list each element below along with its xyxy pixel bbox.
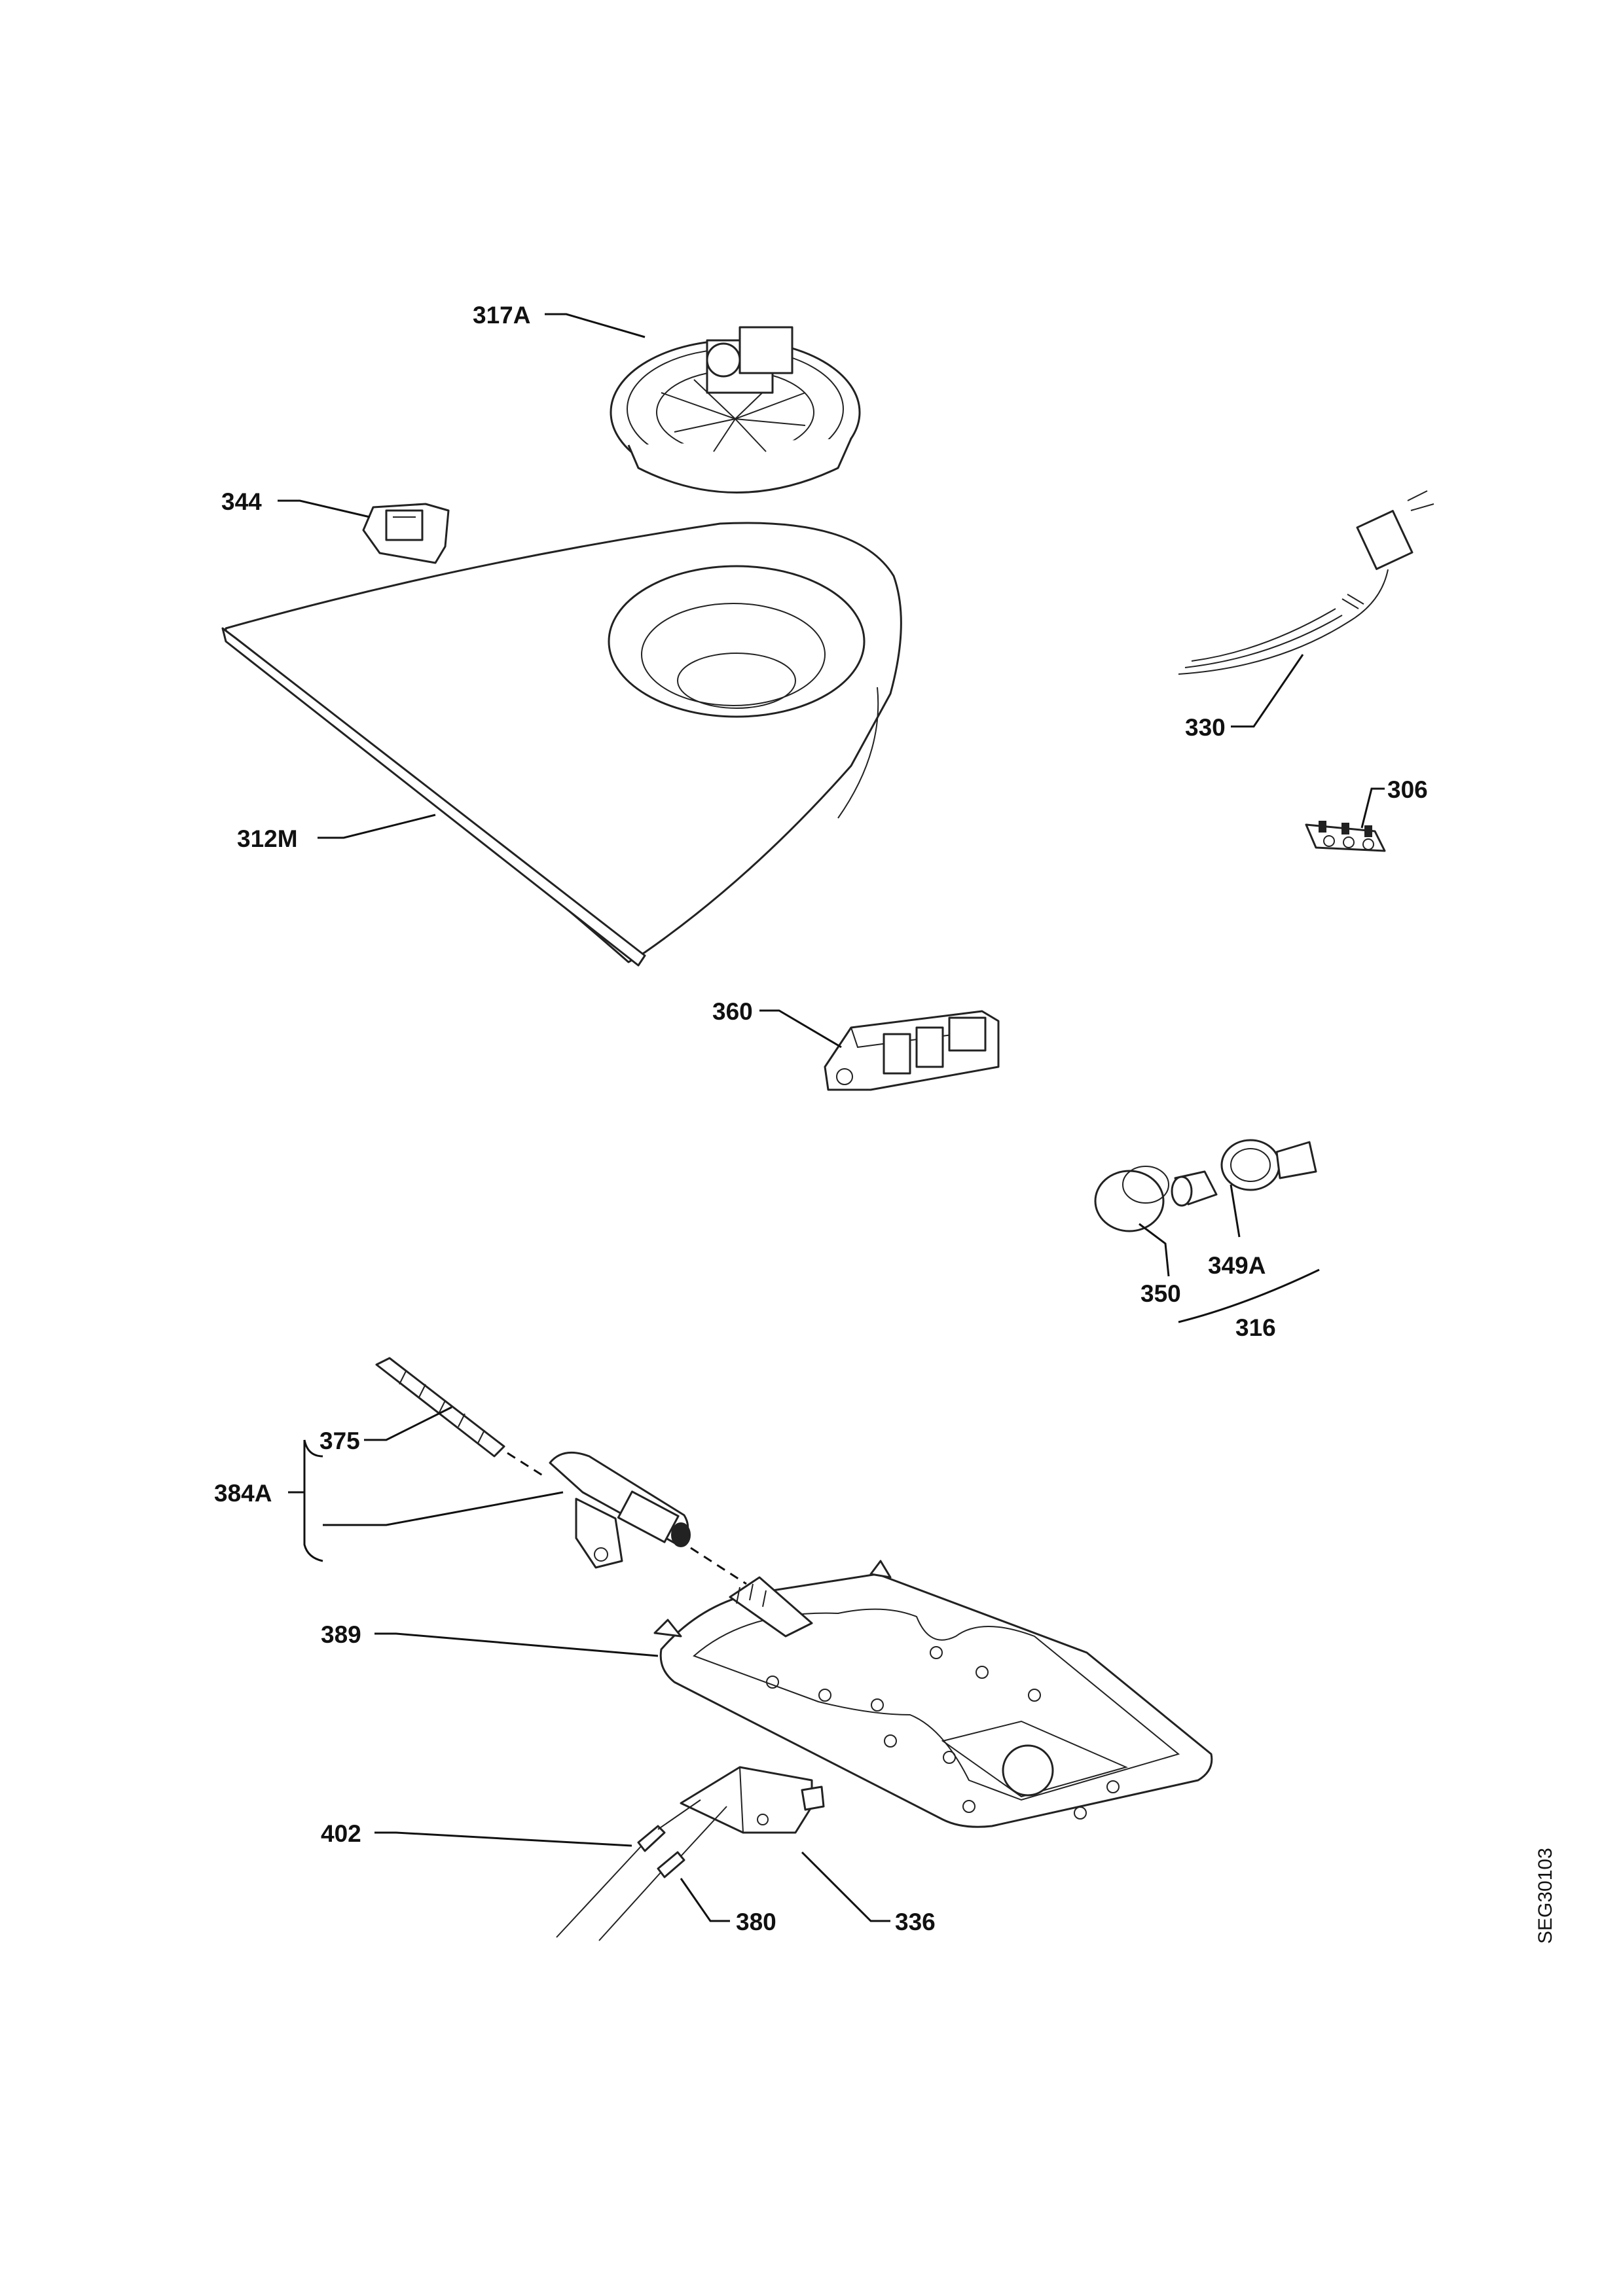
callout-344: 344 [221, 488, 262, 515]
callout-labels: 317A 344 312M 330 306 360 350 349A 316 3… [214, 302, 1428, 1935]
part-375-element-rod [375, 1357, 544, 1477]
part-402-temperature-probe [556, 1799, 701, 1938]
part-312M-fan-cover [221, 522, 902, 967]
drawing-code: SEG30103 [1535, 1848, 1556, 1944]
callout-375: 375 [319, 1427, 360, 1454]
callout-312M: 312M [237, 825, 298, 852]
part-306-terminal-block [1305, 821, 1386, 852]
part-380-sensor [598, 1806, 727, 1941]
leader-lines [278, 313, 1385, 1922]
callout-317A: 317A [473, 302, 530, 329]
callout-330: 330 [1185, 714, 1226, 741]
callout-350: 350 [1140, 1280, 1181, 1307]
callout-336: 336 [895, 1909, 936, 1935]
part-350-lamp-cover [1094, 1166, 1169, 1232]
part-349A-lamp-bulb [1171, 1170, 1218, 1207]
part-316-lamp-holder [1220, 1139, 1317, 1191]
callout-380: 380 [736, 1909, 776, 1935]
callout-384A: 384A [214, 1480, 272, 1507]
callout-306: 306 [1387, 776, 1428, 803]
part-344-thermostat [362, 503, 450, 564]
callout-389: 389 [321, 1621, 361, 1648]
callout-316: 316 [1235, 1314, 1276, 1341]
part-360-control-module [824, 1010, 1000, 1091]
part-336-bracket [680, 1766, 825, 1834]
part-330-power-cable [1178, 490, 1434, 675]
callout-349A: 349A [1208, 1252, 1266, 1279]
callout-360: 360 [712, 998, 753, 1025]
part-384A-element-holder [549, 1451, 747, 1585]
callout-402: 402 [321, 1820, 361, 1847]
part-389-bottom-heating-element [653, 1560, 1213, 1828]
part-317A-fan-motor [610, 326, 861, 493]
